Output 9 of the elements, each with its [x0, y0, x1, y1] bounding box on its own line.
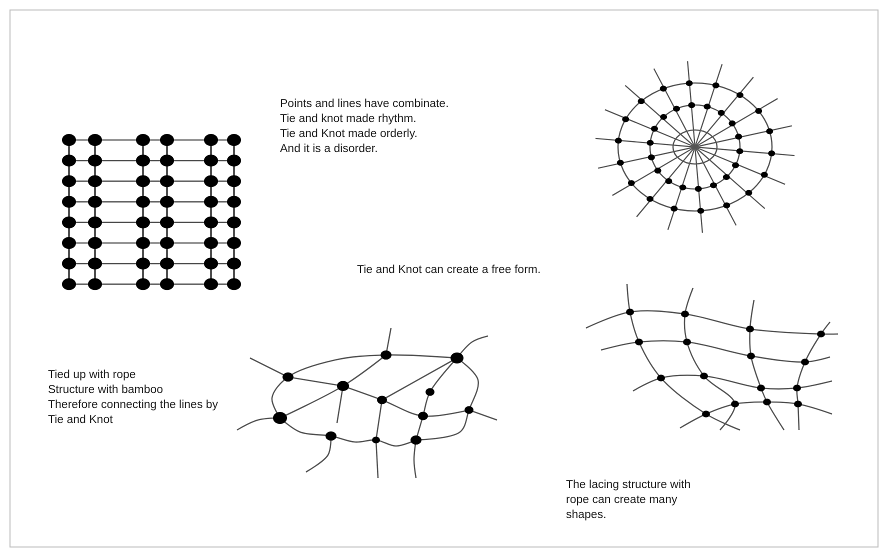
note-text: Tie and Knot made orderly. [280, 127, 418, 142]
note-text: The lacing structure with rope can create many shapes. [566, 478, 692, 523]
note-text: Points and lines have combinate. [280, 97, 449, 112]
note-text: Therefore connecting the lines by Tie and Knot [48, 398, 220, 428]
note-text: Structure with bamboo [48, 383, 164, 398]
note-text: Tie and knot made rhythm. [280, 112, 416, 127]
note-text: And it is a disorder. [280, 142, 378, 157]
note-text: Tied up with rope [48, 368, 136, 383]
note-text: Tie and Knot can create a free form. [357, 263, 541, 278]
